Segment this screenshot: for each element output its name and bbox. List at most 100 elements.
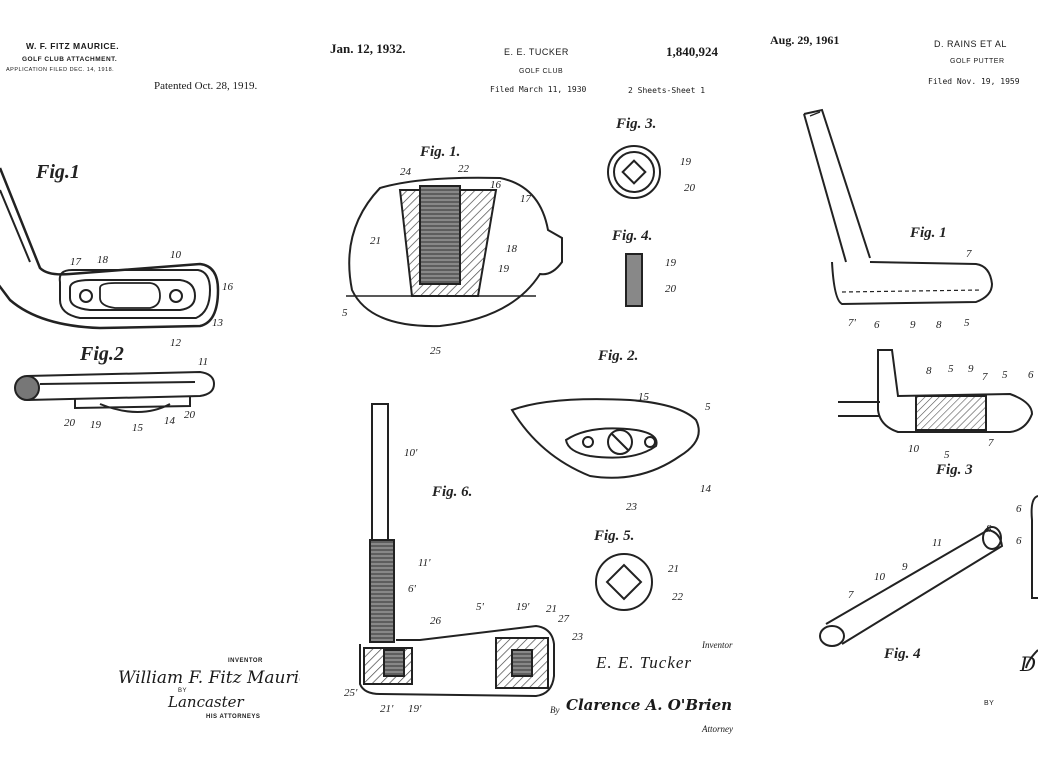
attorney-signature: Clarence A. O'Brien — [566, 696, 733, 714]
label: 21 — [668, 563, 679, 575]
label: 6 — [1028, 369, 1034, 381]
label: 19 — [498, 263, 510, 275]
patent-sheet-tucker: Jan. 12, 1932. E. E. TUCKER 1,840,924 GO… — [300, 0, 770, 768]
label: 8 — [986, 523, 992, 535]
label: 5 — [948, 363, 954, 375]
label: 7 — [848, 589, 854, 601]
inventor-label: INVENTOR — [228, 658, 263, 664]
label: 6' — [408, 583, 417, 595]
label: 26 — [430, 615, 442, 627]
fig3-caption: Fig. 3 — [935, 462, 973, 478]
inventor-header: W. F. FITZ MAURICE. — [26, 41, 120, 51]
inventor-label: Inventor — [702, 640, 733, 650]
label: 10 — [908, 443, 920, 455]
inventor-header: E. E. TUCKER — [504, 47, 569, 57]
label: 21' — [380, 703, 394, 715]
fig4-caption: Fig. 4 — [883, 646, 921, 662]
filed-date: Filed Nov. 19, 1959 — [928, 77, 1020, 86]
patent-date: Jan. 12, 1932. — [330, 41, 406, 56]
label: 9 — [910, 319, 916, 331]
label: 20 — [64, 417, 76, 429]
patented-date: Patented Oct. 28, 1919. — [154, 80, 258, 92]
label: 7 — [982, 371, 988, 383]
label: 24 — [400, 166, 412, 178]
filed-date: APPLICATION FILED DEC. 14, 1918. — [6, 67, 115, 73]
label: 19' — [408, 703, 422, 715]
filed-date: Filed March 11, 1930 — [490, 85, 587, 94]
label: 25' — [344, 687, 358, 699]
label: 25 — [430, 345, 442, 357]
fig3-caption: Fig. 3. — [615, 116, 656, 132]
label: 11 — [198, 356, 208, 368]
inventor-header: D. RAINS ET AL — [934, 39, 1007, 49]
patent-sheet-fitz-maurice: W. F. FITZ MAURICE. GOLF CLUB ATTACHMENT… — [0, 0, 300, 768]
by-label: BY — [178, 688, 188, 694]
patent-date: Aug. 29, 1961 — [770, 33, 840, 47]
label: 6 — [1016, 503, 1022, 515]
tucker-drawing: Fig. 1. Fig. 3. Fig. 4. Fig. 2. Fig. 6. … — [342, 116, 712, 715]
rains-drawing: Fig. 1 Fig. 3 Fig. 4 7 7' 6 9 8 5 8 5 9 … — [803, 108, 1038, 669]
label: 23 — [626, 501, 638, 513]
patent-sheet-rains: Aug. 29, 1961 D. RAINS ET AL GOLF PUTTER… — [770, 0, 1038, 768]
patent-number: 1,840,924 — [666, 44, 718, 59]
label: 16 — [490, 179, 502, 191]
label: 13 — [212, 317, 224, 329]
inventor-signature: E. E. Tucker — [596, 653, 693, 672]
label: 10 — [170, 249, 182, 261]
patent-title: GOLF CLUB — [519, 68, 564, 75]
label: 11' — [418, 557, 431, 569]
label: 9 — [902, 561, 908, 573]
label: 11 — [932, 537, 942, 549]
attorney-label: Attorney — [702, 724, 733, 734]
label: 5 — [1002, 369, 1008, 381]
label: 18 — [506, 243, 518, 255]
patent-title: GOLF PUTTER — [950, 58, 1005, 65]
signature-fragment: D — [1020, 652, 1037, 676]
attorneys-label: HIS ATTORNEYS — [206, 714, 261, 720]
label: 10 — [874, 571, 886, 583]
sheets-count: 2 Sheets-Sheet 1 — [628, 86, 706, 95]
label: 20 — [665, 283, 677, 295]
label: 19 — [665, 257, 677, 269]
label: 17 — [520, 193, 532, 205]
by-label: BY — [984, 700, 995, 707]
label: 5 — [342, 307, 348, 319]
label: 19 — [90, 419, 102, 431]
label: 5 — [705, 401, 711, 413]
label: 12 — [170, 337, 182, 349]
label: 20 — [184, 409, 196, 421]
fig1-caption: Fig. 1 — [909, 225, 947, 241]
fig1-caption: Fig. 1. — [419, 144, 460, 160]
label: 16 — [222, 281, 234, 293]
fig5-caption: Fig. 5. — [593, 528, 634, 544]
label: 20 — [684, 182, 696, 194]
label: 8 — [926, 365, 932, 377]
label: 9 — [968, 363, 974, 375]
label: 6 — [1016, 535, 1022, 547]
label: 14 — [700, 483, 712, 495]
label: 19' — [516, 601, 530, 613]
fig2-caption: Fig. 2. — [597, 348, 638, 364]
attorney-signature: Lancaster — [168, 693, 244, 711]
by-label: By — [550, 705, 560, 715]
label: 7' — [848, 317, 857, 329]
label: 5 — [944, 449, 950, 461]
label: 18 — [97, 254, 109, 266]
label: 10' — [404, 447, 418, 459]
label: 22 — [458, 163, 470, 175]
label: 6 — [874, 319, 880, 331]
fitz-maurice-drawing: Fig.1 Fig.2 17 18 10 16 13 12 11 20 19 1… — [0, 161, 234, 434]
label: 27 — [558, 613, 570, 625]
label: 15 — [132, 422, 144, 434]
label: 23 — [572, 631, 584, 643]
label: 8 — [936, 319, 942, 331]
label: 17 — [70, 256, 82, 268]
label: 21 — [370, 235, 381, 247]
fig1-caption: Fig.1 — [35, 161, 80, 183]
label: 15 — [638, 391, 650, 403]
label: 19 — [680, 156, 692, 168]
label: 22 — [672, 591, 684, 603]
label: 5 — [964, 317, 970, 329]
label: 21 — [546, 603, 557, 615]
label: 14 — [164, 415, 176, 427]
